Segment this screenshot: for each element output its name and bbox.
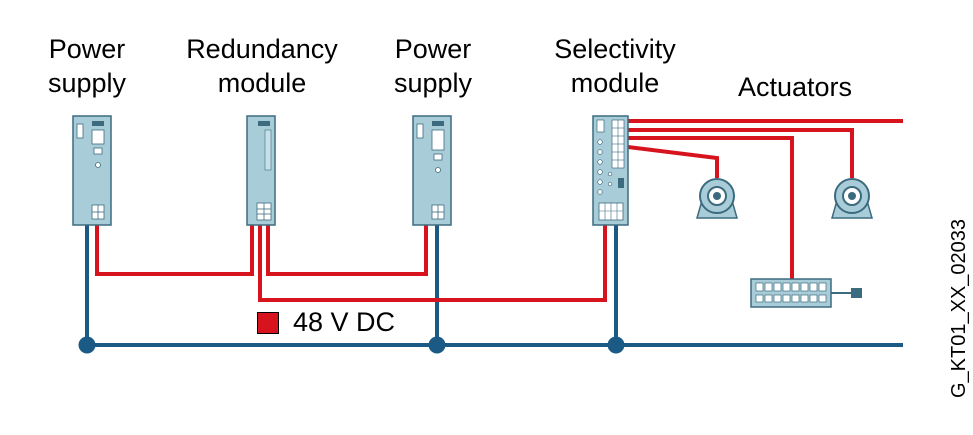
label-line: supply — [393, 68, 473, 98]
label-line: module — [570, 68, 660, 98]
motor-actuator-1 — [696, 178, 738, 219]
label-power-supply-2: Power supply — [383, 32, 483, 100]
document-id: G_KT01_XX_02033 — [948, 218, 970, 398]
power-wiring — [95, 119, 903, 302]
legend-48v-dc: 48 V DC — [257, 307, 395, 338]
label-line: Power — [48, 34, 126, 64]
label-line: Power — [394, 34, 472, 64]
terminal-block-actuator — [750, 278, 862, 308]
label-actuators: Actuators — [720, 70, 870, 104]
label-redundancy-module: Redundancy module — [172, 32, 352, 100]
power-supply-device-2 — [412, 115, 452, 226]
legend-swatch — [257, 311, 279, 334]
label-line: Selectivity — [554, 34, 676, 64]
junction-dot — [428, 336, 446, 354]
legend-label: 48 V DC — [293, 307, 396, 337]
redundancy-module-device — [246, 115, 276, 226]
label-selectivity-module: Selectivity module — [540, 32, 690, 100]
motor-actuator-2 — [831, 178, 873, 219]
label-line: Redundancy — [186, 34, 338, 64]
ground-junctions — [78, 336, 625, 354]
label-power-supply-1: Power supply — [37, 32, 137, 100]
ground-wiring — [85, 225, 903, 347]
selectivity-module-device — [592, 115, 629, 226]
junction-dot — [607, 336, 625, 354]
power-supply-device-1 — [72, 115, 112, 226]
junction-dot — [78, 336, 96, 354]
label-line: supply — [47, 68, 127, 98]
label-line: module — [217, 68, 307, 98]
label-line: Actuators — [737, 72, 853, 102]
